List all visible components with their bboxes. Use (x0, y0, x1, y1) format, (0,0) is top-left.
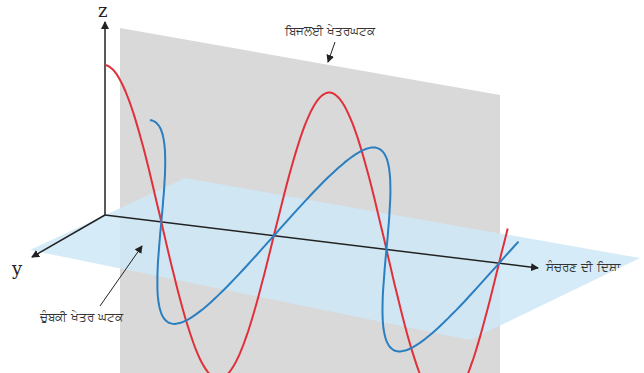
leader-line (328, 42, 335, 62)
axis-label: y (12, 258, 22, 280)
y-axis (32, 215, 105, 257)
z-axis (104, 22, 106, 215)
axis-label: z (98, 0, 107, 22)
leader-line (100, 246, 142, 306)
horizontal-plane (30, 178, 640, 340)
component-label: ਬਿਜਲਈ ਖੇਤਰਘਟਕ (285, 24, 375, 38)
magnetic-wave (150, 120, 519, 351)
electric-wave (105, 65, 508, 373)
component-label: ਚੁੰਬਕੀ ਖੇਤਰ ਘਟਕ (40, 310, 123, 324)
direction-label: ਸੰਚਰਣ ਦੀ ਦਿਸ਼ਾ (546, 260, 620, 274)
